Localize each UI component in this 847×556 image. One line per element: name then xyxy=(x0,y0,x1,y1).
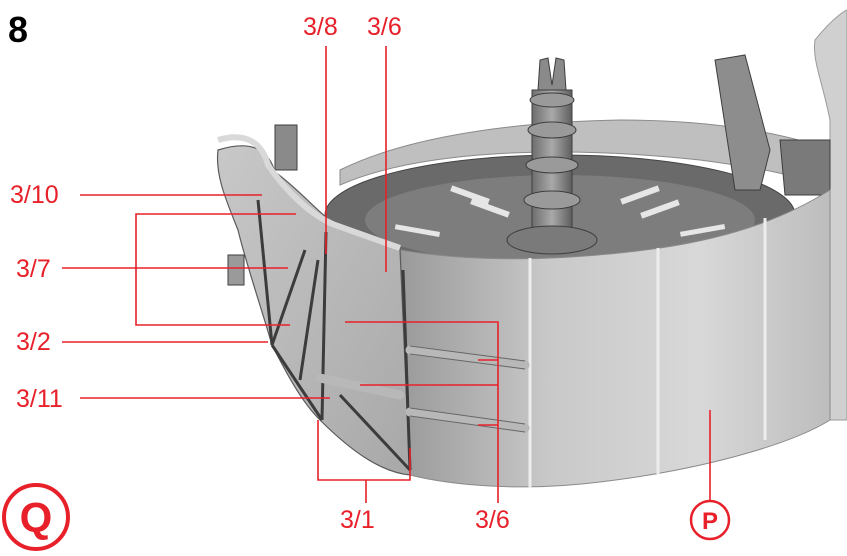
bracket-3-6-bottom xyxy=(345,321,499,503)
label-3-1: 3/1 xyxy=(340,506,375,534)
label-3-6-bottom: 3/6 xyxy=(475,506,510,534)
label-3-2: 3/2 xyxy=(16,328,51,356)
horizontal-struts-outline xyxy=(409,345,526,433)
label-3-10: 3/10 xyxy=(10,181,59,209)
left-back-post xyxy=(274,124,298,171)
floor-hazard-stripes xyxy=(394,185,726,237)
bracket-3-7 xyxy=(135,213,296,326)
label-3-8: 3/8 xyxy=(303,13,338,41)
marker-p-letter: P xyxy=(702,508,718,535)
central-tower xyxy=(506,57,598,255)
small-left-post xyxy=(227,254,245,286)
horizontal-struts xyxy=(315,345,530,433)
label-3-6-top: 3/6 xyxy=(367,13,402,41)
marker-q-letter: Q xyxy=(20,494,53,541)
top-curved-rail xyxy=(217,134,402,251)
panel-frame-lines xyxy=(256,199,412,472)
arena-model-illustration xyxy=(216,9,847,488)
arena-outer-wall xyxy=(399,189,831,488)
marker-q: Q xyxy=(2,483,70,551)
part-callouts: 3/10 3/7 3/2 3/11 3/8 3/6 3/1 3/6 xyxy=(10,13,510,534)
wall-panel-seams xyxy=(528,218,767,488)
step-number: 8 xyxy=(8,9,28,50)
marker-p-circle xyxy=(689,499,731,541)
marker-q-circle xyxy=(2,483,70,551)
bracket-3-1 xyxy=(317,420,411,481)
right-back-tower xyxy=(714,54,831,196)
label-3-11: 3/11 xyxy=(16,385,63,413)
label-3-7: 3/7 xyxy=(16,255,51,283)
marker-p: P xyxy=(689,410,731,541)
